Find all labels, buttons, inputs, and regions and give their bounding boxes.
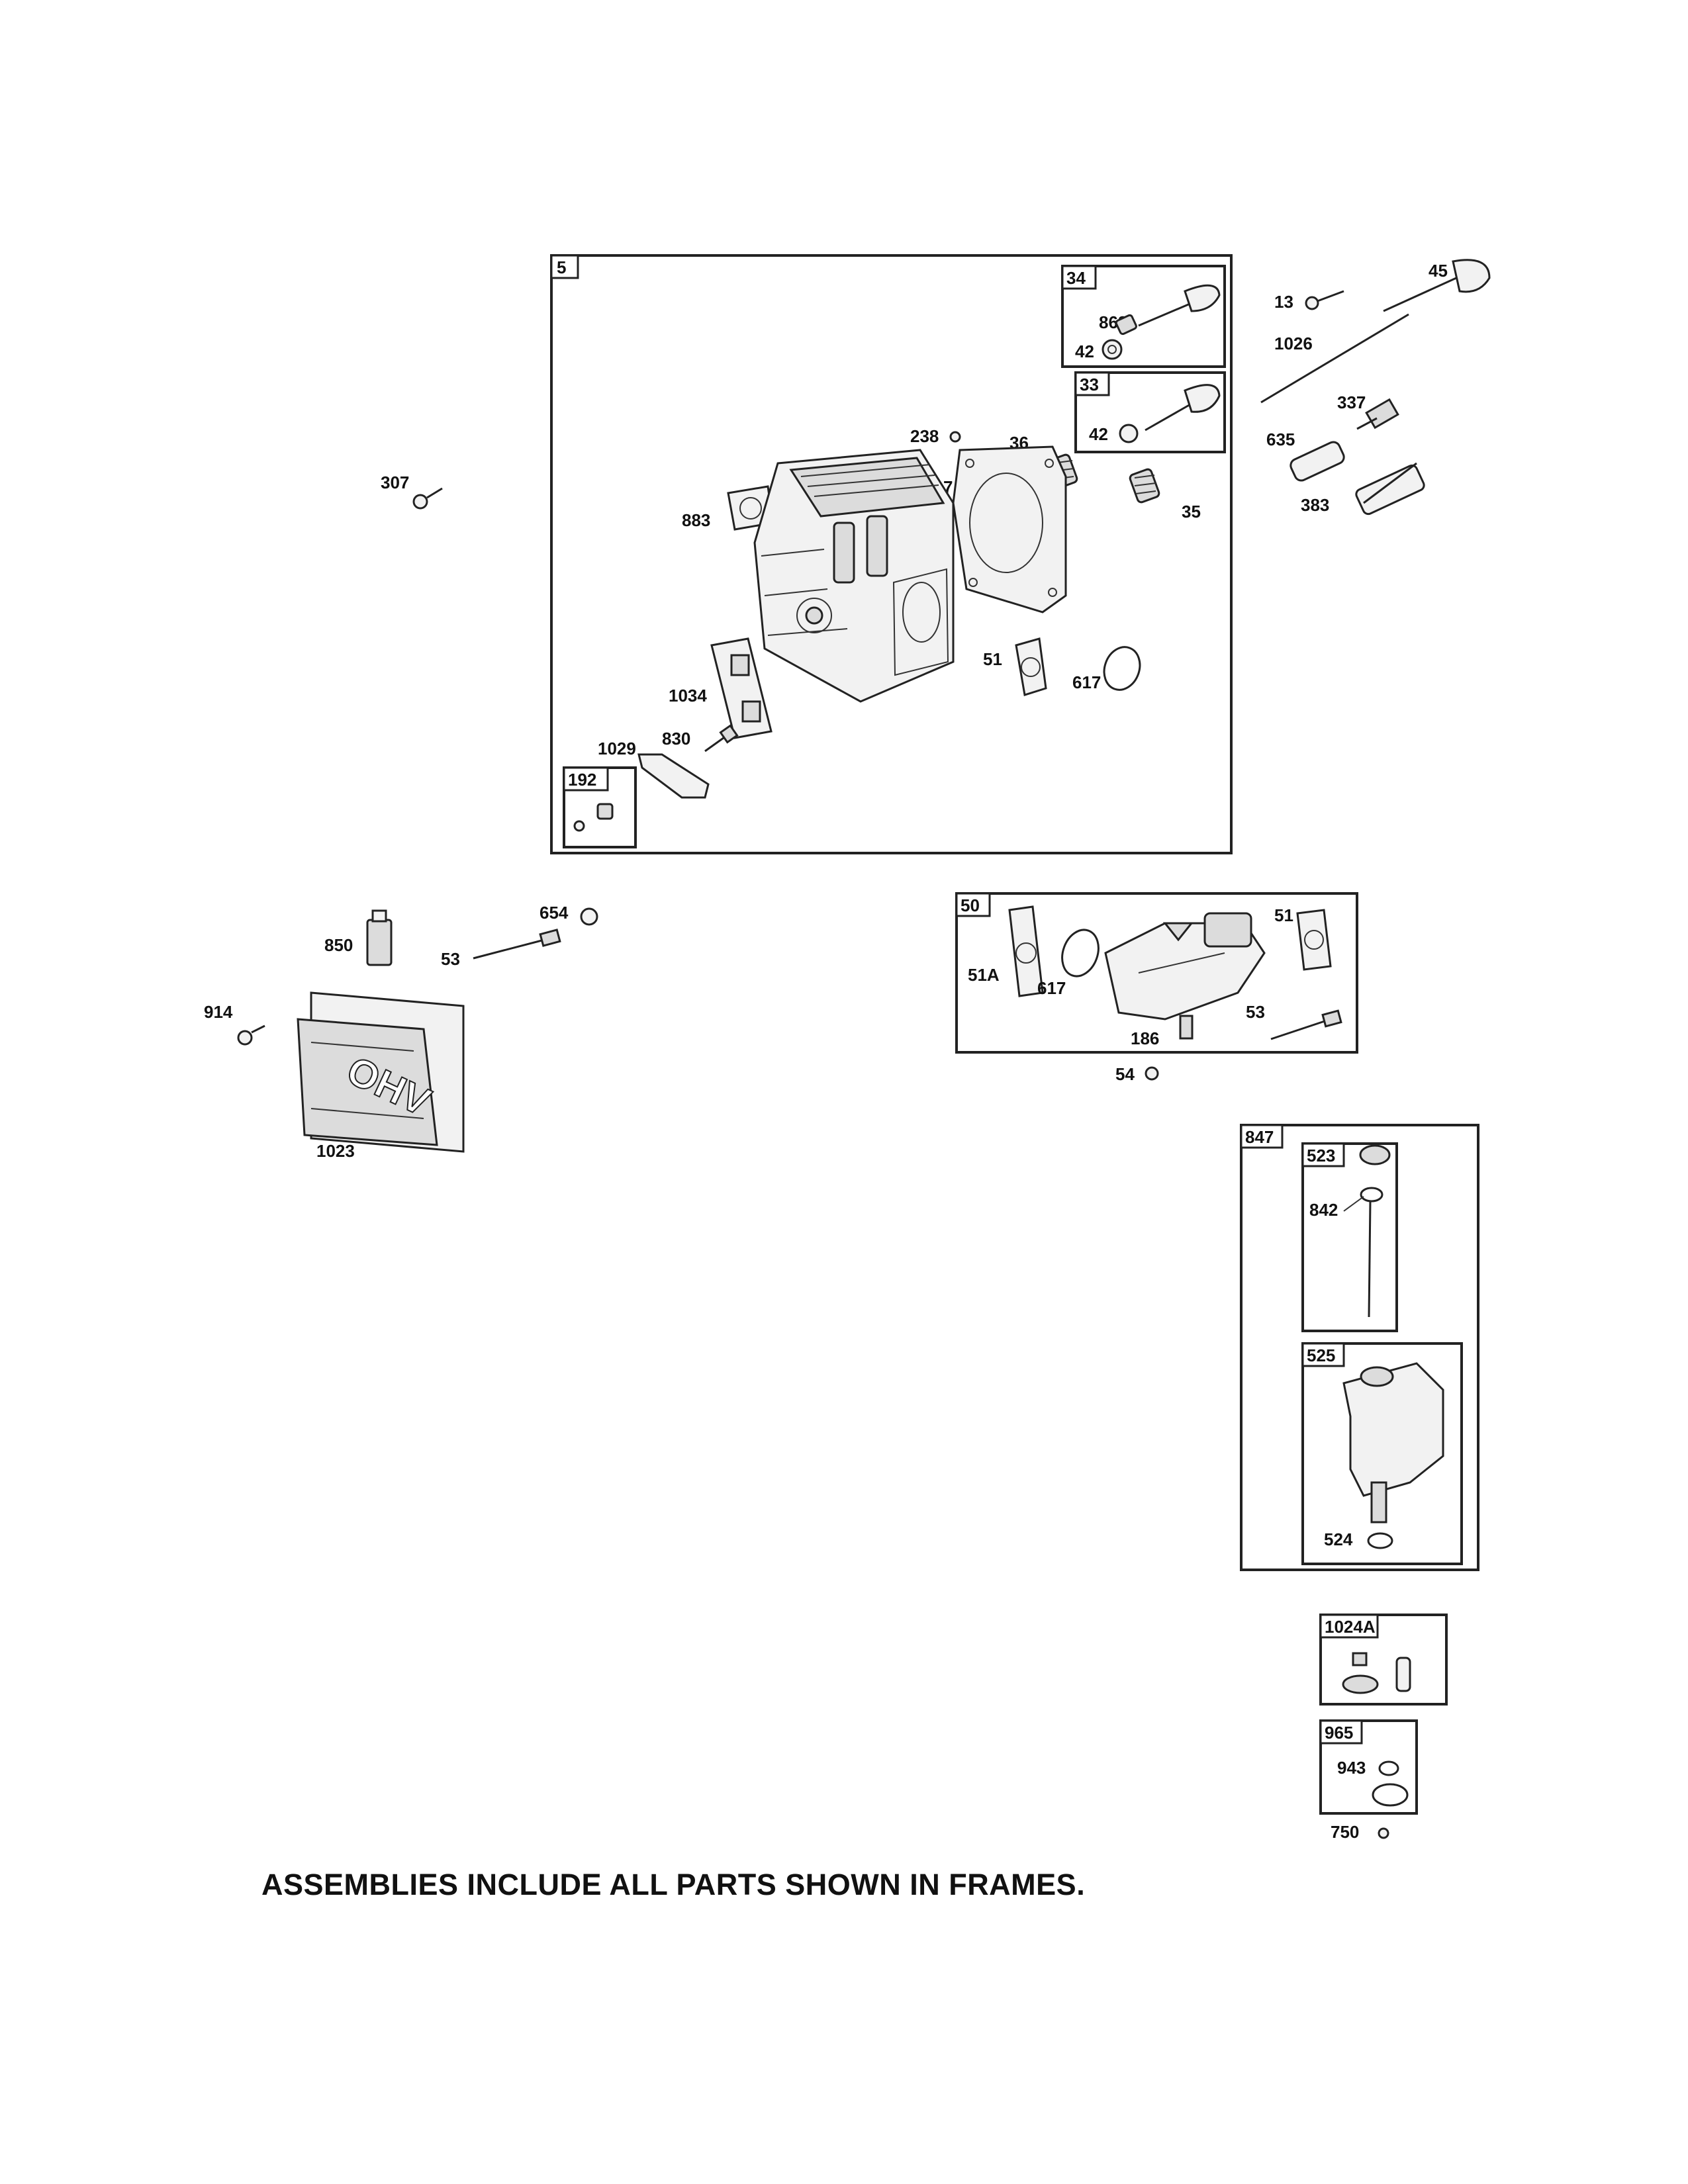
frame-50-tag: 50 bbox=[961, 895, 980, 915]
label-238: 238 bbox=[910, 426, 939, 446]
o-ring-524 bbox=[1367, 1532, 1393, 1549]
label-943: 943 bbox=[1337, 1758, 1366, 1778]
label-383: 383 bbox=[1301, 495, 1329, 515]
pushrod-group: 13 45 1026 337 635 383 bbox=[1260, 259, 1491, 516]
frame-192-fitting-kit: 192 bbox=[563, 766, 637, 848]
screw-830 bbox=[704, 724, 739, 752]
gasket-51-b bbox=[1296, 909, 1332, 971]
frame-525-oil-fill-tube: 525 524 bbox=[1301, 1342, 1463, 1565]
footer-note: ASSEMBLIES INCLUDE ALL PARTS SHOWN IN FR… bbox=[261, 1868, 1086, 1901]
frame-1024a-tag: 1024A bbox=[1325, 1617, 1376, 1637]
valve-cover-1023: OHV bbox=[297, 991, 465, 1153]
frame-5-tag: 5 bbox=[557, 257, 566, 277]
label-524: 524 bbox=[1324, 1529, 1353, 1549]
o-ring-617-b bbox=[1061, 929, 1100, 978]
breather-plate-1034 bbox=[710, 637, 773, 739]
rocker-arm-383 bbox=[1355, 462, 1425, 516]
frame-5-cylinder-head-assembly: 5 34 868 42 33 42 bbox=[550, 254, 1233, 854]
frame-525-tag: 525 bbox=[1307, 1345, 1335, 1365]
tube-635 bbox=[1289, 441, 1345, 482]
frame-523-tag: 523 bbox=[1307, 1146, 1335, 1165]
label-617-b: 617 bbox=[1037, 978, 1066, 998]
label-1026: 1026 bbox=[1274, 334, 1313, 353]
label-51-b: 51 bbox=[1274, 905, 1293, 925]
o-ring-617 bbox=[1103, 646, 1141, 691]
label-617: 617 bbox=[1072, 672, 1101, 692]
label-51a: 51A bbox=[968, 965, 1000, 985]
label-1029: 1029 bbox=[598, 739, 636, 758]
valve-icon bbox=[1138, 284, 1221, 327]
valve-spring-icon bbox=[1129, 468, 1160, 504]
sealant-tube-850 bbox=[366, 909, 393, 966]
bolt-914 bbox=[237, 1024, 265, 1046]
intake-manifold bbox=[1104, 912, 1266, 1021]
label-54: 54 bbox=[1115, 1064, 1135, 1084]
frame-33-tag: 33 bbox=[1080, 375, 1099, 394]
label-186: 186 bbox=[1131, 1028, 1159, 1048]
label-307: 307 bbox=[381, 473, 409, 492]
nut-654 bbox=[580, 907, 598, 926]
stud-53-b bbox=[1270, 1009, 1342, 1040]
label-842: 842 bbox=[1309, 1200, 1338, 1220]
stud-53 bbox=[473, 929, 561, 960]
label-830: 830 bbox=[662, 729, 690, 749]
frame-1024a-kit: 1024A bbox=[1319, 1614, 1448, 1706]
fitting-186 bbox=[1179, 1015, 1194, 1040]
cylinder-head bbox=[753, 449, 955, 703]
frame-34-exhaust-valve-kit: 34 868 42 bbox=[1061, 265, 1226, 368]
valve-icon bbox=[1145, 384, 1221, 432]
frame-965-tag: 965 bbox=[1325, 1723, 1353, 1743]
bolt-13 bbox=[1305, 290, 1344, 310]
valve-cover-group: 850 654 53 914 OHV 1023 bbox=[204, 903, 598, 1161]
bolt-307 bbox=[412, 487, 443, 510]
label-13: 13 bbox=[1274, 292, 1293, 312]
label-337: 337 bbox=[1337, 392, 1366, 412]
frame-847-tag: 847 bbox=[1245, 1127, 1274, 1147]
label-635: 635 bbox=[1266, 430, 1295, 449]
frame-50-intake-assembly: 50 51A 617 51 53 186 bbox=[955, 892, 1358, 1054]
label-45: 45 bbox=[1429, 261, 1448, 281]
label-654: 654 bbox=[539, 903, 569, 923]
label-42-a: 42 bbox=[1075, 341, 1094, 361]
label-53-b: 53 bbox=[1246, 1002, 1265, 1022]
label-35: 35 bbox=[1182, 502, 1201, 522]
bracket-1029 bbox=[637, 753, 710, 799]
label-883: 883 bbox=[682, 510, 710, 530]
head-gasket-7 bbox=[952, 445, 1067, 614]
frame-523-dipstick: 523 842 bbox=[1301, 1142, 1398, 1332]
screw-54 bbox=[1145, 1066, 1159, 1081]
label-1034: 1034 bbox=[669, 686, 707, 705]
spark-plug-337 bbox=[1356, 398, 1399, 430]
label-914: 914 bbox=[204, 1002, 233, 1022]
label-51: 51 bbox=[983, 649, 1002, 669]
label-850: 850 bbox=[324, 935, 353, 955]
frame-192-tag: 192 bbox=[568, 770, 596, 790]
gasket-51 bbox=[1015, 637, 1047, 696]
frame-34-tag: 34 bbox=[1066, 268, 1086, 288]
frame-33-intake-valve-kit: 33 42 bbox=[1074, 371, 1226, 453]
label-42-b: 42 bbox=[1089, 424, 1108, 444]
frame-965-kit: 965 943 bbox=[1319, 1719, 1418, 1815]
fitting-750 bbox=[1378, 1827, 1389, 1839]
valve-45 bbox=[1383, 259, 1491, 312]
label-750: 750 bbox=[1331, 1822, 1359, 1842]
frame-847-oil-fill-assembly: 847 523 842 525 524 bbox=[1240, 1124, 1479, 1571]
gasket-51a bbox=[1008, 905, 1044, 997]
label-53: 53 bbox=[441, 949, 460, 969]
label-1023: 1023 bbox=[316, 1141, 355, 1161]
pushrod-1026 bbox=[1260, 313, 1409, 404]
